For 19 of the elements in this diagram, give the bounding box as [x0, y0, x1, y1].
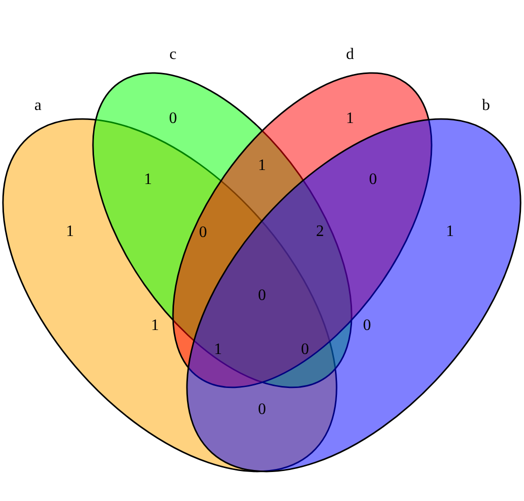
region-count: 0 — [169, 111, 177, 127]
region-count: 0 — [199, 225, 207, 241]
region-count: 1 — [151, 318, 159, 334]
region-count: 1 — [258, 158, 266, 174]
region-count: 1 — [214, 342, 222, 358]
region-count: 0 — [369, 172, 377, 188]
set-label: c — [169, 47, 177, 63]
region-count: 1 — [66, 224, 74, 240]
set-label: a — [34, 98, 42, 114]
region-count: 0 — [258, 288, 266, 304]
region-count: 1 — [446, 224, 454, 240]
region-count: 0 — [363, 318, 371, 334]
region-count: 1 — [144, 172, 152, 188]
region-count: 2 — [316, 224, 324, 240]
set-label: d — [346, 47, 354, 63]
region-count: 1 — [346, 111, 354, 127]
region-count: 0 — [258, 402, 266, 418]
region-count: 0 — [301, 342, 309, 358]
set-label: b — [482, 98, 490, 114]
